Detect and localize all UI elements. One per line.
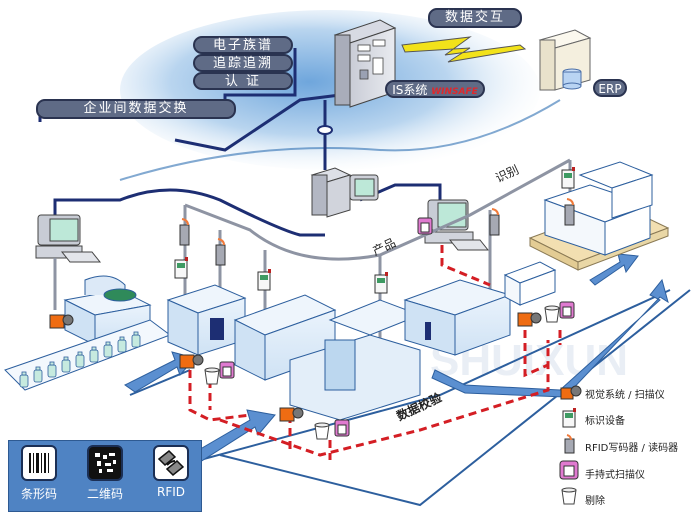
camera-scanner-icon	[560, 385, 582, 400]
marking-device-icon	[257, 269, 271, 291]
is-server-cabinet	[333, 19, 397, 108]
rfid-reader-icon	[489, 208, 500, 236]
reject-bin-icon	[204, 367, 220, 385]
marking-device-icon	[374, 272, 388, 294]
pallet-stack	[528, 161, 670, 271]
bottle	[47, 361, 57, 378]
camera-scanner-icon	[279, 407, 304, 422]
code-types-panel: 条形码 二维码 RFID	[8, 440, 202, 512]
handheld-scanner-icon	[559, 301, 575, 319]
legend-label-marking: 标识设备	[585, 416, 625, 427]
handheld-scanner-icon	[417, 217, 433, 235]
cloud-edge	[119, 99, 561, 181]
is-system-label: IS系统 WINSAFE	[385, 80, 485, 98]
reject-bin-icon	[314, 422, 330, 440]
code-type-barcode: 条形码	[15, 445, 63, 502]
case-packer	[403, 261, 557, 356]
bottle	[19, 371, 29, 388]
rfid-reader-icon	[564, 198, 575, 226]
labeler-machine-2	[233, 294, 337, 381]
carton-packer	[289, 299, 422, 421]
marking-device-icon	[561, 167, 575, 189]
legend-label-rfid: RFID写码器 / 读码器	[585, 443, 679, 454]
camera-scanner-icon	[179, 354, 204, 369]
pill-traceability: 追踪追溯	[193, 54, 293, 72]
bottle	[33, 366, 43, 383]
bottles-row	[19, 331, 141, 388]
data-exchange-label: 数据交互	[428, 8, 522, 28]
bottle	[89, 346, 99, 363]
right-workstation	[424, 199, 490, 251]
filler-machine	[63, 275, 152, 346]
marking-device-icon	[562, 408, 576, 428]
winsafe-brand: WINSAFE	[431, 87, 478, 97]
rfid-reader-icon	[179, 218, 190, 246]
handheld-scanner-icon	[334, 419, 350, 437]
central-pc	[310, 167, 379, 218]
pill-authentication: 认 证	[193, 72, 293, 90]
camera-scanner-icon	[517, 312, 542, 327]
legend-label-camera: 视觉系统 / 扫描仪	[585, 390, 665, 401]
is-system-text: IS系统	[392, 83, 428, 97]
qr-code-icon	[87, 445, 123, 481]
erp-server	[538, 29, 592, 91]
marking-device-icon	[174, 257, 188, 279]
pill-electronic-genealogy: 电子族谱	[193, 36, 293, 54]
legend-label-handheld: 手持式扫描仪	[585, 470, 645, 481]
code-label-qr: 二维码	[86, 487, 123, 501]
bottle	[103, 341, 113, 358]
barcode-icon	[21, 445, 57, 481]
labeler-machine-1	[166, 284, 247, 356]
reject-bin-icon	[544, 305, 560, 323]
rfid-reader-icon	[564, 434, 575, 454]
flow-arrows	[124, 253, 669, 463]
network-hub	[317, 125, 333, 135]
handheld-scanner-icon	[219, 361, 235, 379]
enterprise-exchange-label: 企业间数据交换	[36, 99, 236, 119]
bottle	[117, 336, 127, 353]
legend: 视觉系统 / 扫描仪 标识设备 RFID写码器 / 读码器 手持式扫描仪 剔除	[555, 380, 700, 515]
code-label-rfid: RFID	[156, 485, 186, 499]
lightning-bolt-icon	[401, 36, 527, 63]
bottle	[75, 351, 85, 368]
erp-label: ERP	[593, 79, 627, 97]
left-workstation	[35, 214, 102, 263]
handheld-scanner-icon	[559, 460, 579, 480]
camera-scanner-icon	[49, 314, 74, 329]
bottle	[131, 331, 141, 348]
bottle	[61, 356, 71, 373]
legend-label-reject: 剔除	[585, 496, 605, 507]
devices-layer	[49, 167, 575, 440]
rfid-reader-icon	[215, 238, 226, 266]
data-check-lines	[188, 245, 562, 460]
code-label-barcode: 条形码	[20, 487, 57, 501]
code-type-rfid: RFID	[147, 445, 195, 499]
reject-bin-icon	[561, 487, 577, 505]
rfid-icon	[153, 445, 189, 481]
code-type-qr: 二维码	[81, 445, 129, 502]
